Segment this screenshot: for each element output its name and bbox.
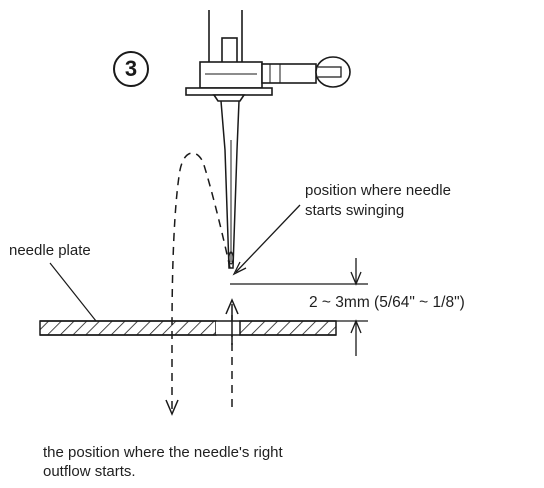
needle-plate-right-section	[239, 320, 337, 336]
needle	[220, 100, 240, 269]
needle-eye	[228, 251, 234, 265]
needle-plate-label: needle plate	[9, 242, 91, 259]
needle-plate-hole	[216, 321, 240, 335]
swing-path	[171, 152, 233, 410]
swing-leader	[232, 204, 301, 276]
outflow-label-line-2: outflow starts.	[43, 463, 136, 480]
swing-path-loop	[171, 152, 231, 410]
clamp-screw-slot	[318, 66, 342, 78]
needle-shank	[220, 100, 240, 269]
needle-plate-leader	[49, 262, 97, 322]
needle-clamp-body	[199, 61, 263, 89]
needle-plate-left-section	[39, 320, 217, 336]
step-number-badge: 3	[113, 51, 149, 87]
outflow-label-line-1: the position where the needle's right	[43, 444, 283, 461]
clearance-dimension	[230, 258, 368, 356]
clamp-screw-head	[315, 56, 351, 88]
needle-clamp-flange	[185, 87, 273, 96]
swing-path-arrowhead	[165, 399, 179, 416]
needle-bar-assembly	[185, 10, 351, 102]
needle-plate	[39, 320, 337, 336]
clearance-dimension-label: 2 ~ 3mm (5/64" ~ 1/8")	[309, 294, 465, 311]
swing-position-label-line-2: starts swinging	[305, 202, 405, 219]
needle-clamp-stud	[221, 37, 238, 65]
swing-position-label-line-1: position where needle	[305, 182, 451, 199]
upward-arrow	[225, 298, 239, 345]
needle-clamp-base	[212, 94, 246, 102]
